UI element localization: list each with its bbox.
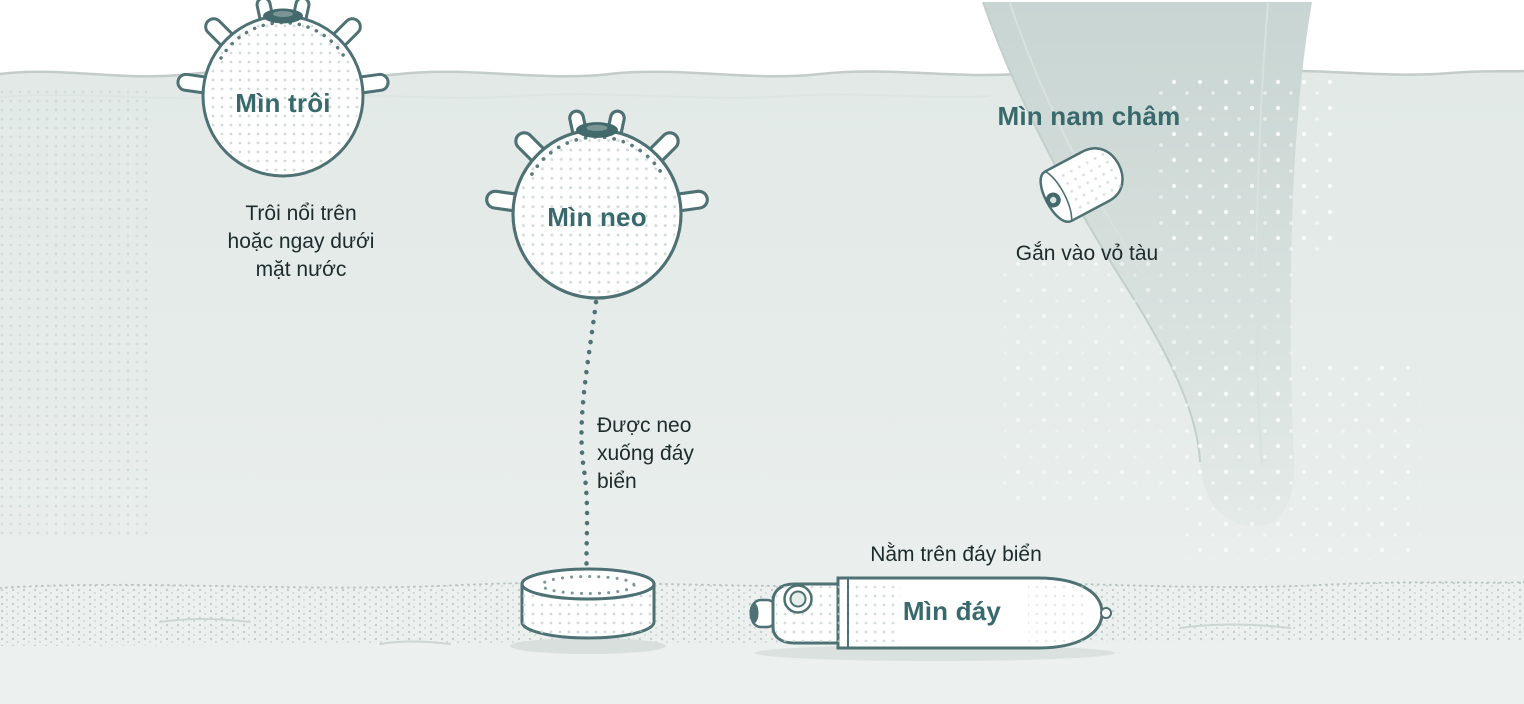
water-texture-dots bbox=[0, 86, 150, 536]
floating-mine-title: Mìn trôi bbox=[235, 88, 331, 118]
mooring-line bbox=[579, 299, 599, 583]
secondary-wave-line bbox=[0, 93, 991, 100]
floating-mine-caption: Trôi nổi trên hoặc ngay dưới mặt nước bbox=[227, 202, 375, 282]
moored-mine-title: Mìn neo bbox=[547, 202, 647, 232]
anchor-shadow bbox=[510, 638, 666, 654]
moored-mine-caption: Được neo xuống đáy biển bbox=[597, 414, 694, 494]
water-sparkle-dots bbox=[1000, 70, 1420, 560]
bottom-mine-caption: Nằm trên đáy biển bbox=[870, 543, 1042, 566]
bottom-mine-icon bbox=[749, 576, 1112, 650]
magnetic-mine-caption: Gắn vào vỏ tàu bbox=[1015, 242, 1159, 265]
bottom-mine-title: Mìn đáy bbox=[902, 596, 1002, 626]
anchor-weight bbox=[520, 567, 656, 640]
magnetic-mine-title: Mìn nam châm bbox=[997, 101, 1181, 131]
magnetic-mine-icon bbox=[1039, 145, 1125, 223]
